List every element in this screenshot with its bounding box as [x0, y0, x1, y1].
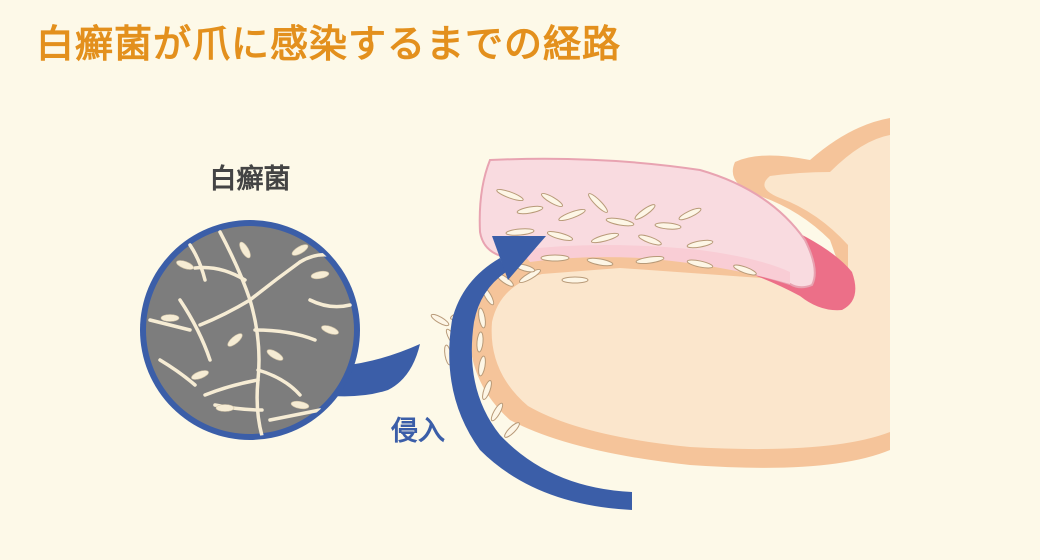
finger-inner-flesh: [491, 135, 890, 450]
page-title: 白癬菌が爪に感染するまでの経路: [36, 22, 622, 66]
magnified-fungus-view: [140, 220, 420, 440]
finger: [469, 118, 890, 468]
fungus-hyphae: [148, 230, 352, 436]
invasion-arrow[interactable]: [449, 236, 632, 510]
nail: [478, 157, 856, 311]
fungus-spores: [160, 241, 339, 412]
nail-fungi: [496, 188, 757, 284]
invasion-arrow-head: [492, 236, 546, 280]
magnifier-background: [146, 226, 354, 434]
invasion-label: 侵入: [390, 416, 445, 447]
nail-underside-skin: [520, 245, 790, 284]
callout-tail: [332, 344, 420, 397]
invasion-arrow-shaft: [449, 258, 632, 510]
fungus-label: 白癬菌: [210, 163, 291, 195]
